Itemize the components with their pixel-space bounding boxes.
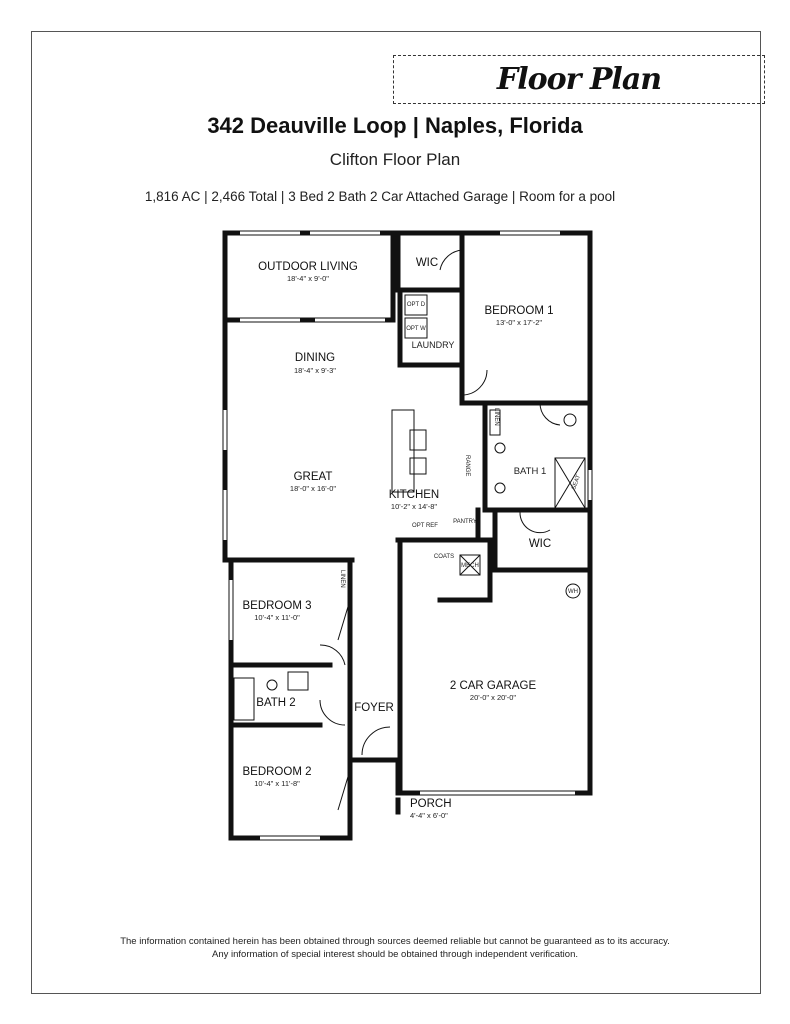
wic1-label: WIC <box>416 257 438 269</box>
outdoor-living-label: OUTDOOR LIVING <box>258 261 358 273</box>
kitchen-dims: 10'-2" x 14'-8" <box>391 502 437 511</box>
dining-label: DINING <box>295 352 335 364</box>
opt-washer-label: OPT W <box>406 326 426 332</box>
bedroom1-dims: 13'-0" x 17'-2" <box>496 318 542 327</box>
coats-label: COATS <box>434 554 454 560</box>
porch-label: PORCH <box>410 798 452 810</box>
seat-label: SEAT <box>571 474 582 491</box>
windows <box>223 231 592 840</box>
laundry-label: LAUNDRY <box>412 340 455 350</box>
porch-dims: 4'-4" x 6'-0" <box>410 811 448 820</box>
water-heater-label: WH <box>568 589 578 595</box>
badge-text: Floor Plan <box>496 62 662 97</box>
range-label: RANGE <box>464 455 470 476</box>
dining-dims: 18'-4" x 9'-3" <box>294 366 336 375</box>
garage-label: 2 CAR GARAGE <box>450 680 537 692</box>
kitchen-label: KITCHEN <box>389 489 439 501</box>
linen2-label: LINEN <box>339 570 345 588</box>
disclaimer-line-1: The information contained herein has bee… <box>120 936 670 947</box>
fixtures <box>233 249 586 811</box>
bedroom2-dims: 10'-4" x 11'-8" <box>254 779 300 788</box>
bath1-label: BATH 1 <box>514 466 547 477</box>
opt-dryer-label: OPT D <box>407 302 426 308</box>
property-address: 342 Deauville Loop | Naples, Florida <box>207 113 583 138</box>
opt-ref-label: OPT REF <box>412 523 438 529</box>
property-specs: 1,816 AC | 2,466 Total | 3 Bed 2 Bath 2 … <box>144 189 616 204</box>
garage-dims: 20'-0" x 20'-0" <box>470 693 516 702</box>
great-label: GREAT <box>294 471 333 483</box>
bedroom3-label: BEDROOM 3 <box>242 600 311 612</box>
bedroom2-label: BEDROOM 2 <box>242 766 311 778</box>
disclaimer-line-2: Any information of special interest shou… <box>212 949 578 960</box>
plan-name: Clifton Floor Plan <box>329 150 461 169</box>
bedroom1-label: BEDROOM 1 <box>484 305 553 317</box>
page-border <box>31 31 761 994</box>
wic2-label: WIC <box>529 538 551 550</box>
pantry-label: PANTRY <box>453 519 477 525</box>
mech-label: MECH <box>461 563 479 569</box>
great-dims: 18'-0" x 16'-0" <box>290 484 336 493</box>
foyer-label: FOYER <box>354 702 394 714</box>
room-labels: OUTDOOR LIVING 18'-4" x 9'-0" WIC BEDROO… <box>242 257 582 820</box>
bath2-label: BATH 2 <box>256 697 295 709</box>
floor-plan-badge: Floor Plan <box>393 55 765 104</box>
outdoor-living-dims: 18'-4" x 9'-0" <box>287 274 329 283</box>
disclaimer: The information contained herein has bee… <box>0 935 790 961</box>
linen1-label: LINEN <box>493 408 499 426</box>
bedroom3-dims: 10'-4" x 11'-0" <box>254 613 300 622</box>
